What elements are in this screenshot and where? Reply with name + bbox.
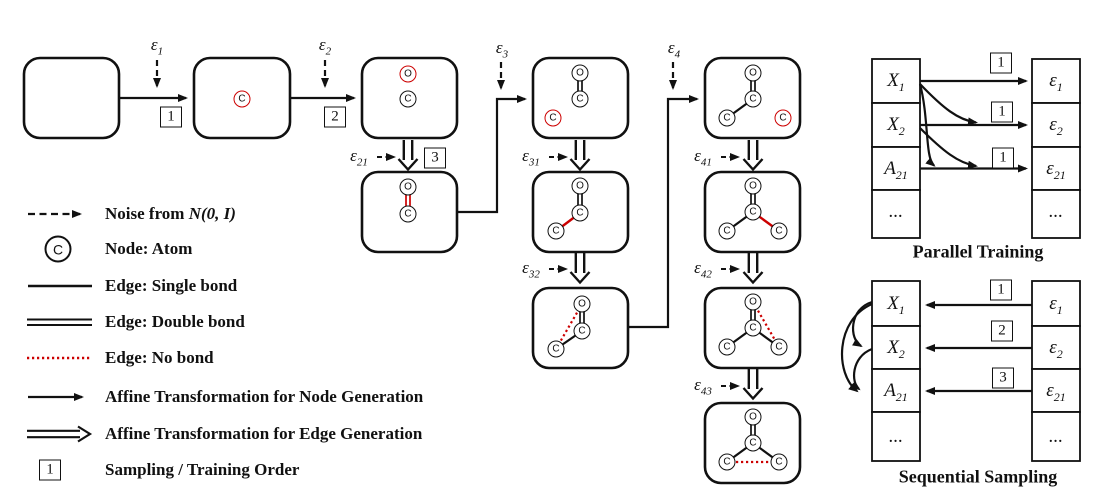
atom-node: C [744, 434, 762, 452]
atom-node: O [744, 64, 762, 82]
order-badge: 2 [991, 320, 1013, 342]
atom-node: O [744, 408, 762, 426]
noise-label-e2: ε2 [318, 35, 332, 58]
order-badge-1: 1 [160, 106, 182, 128]
atom-node: C [744, 90, 762, 108]
legend-item-noise: Noise from N(0, I) [105, 204, 236, 223]
noise-label-e4: ε4 [667, 38, 681, 61]
legend-item-order: Sampling / Training Order [105, 460, 300, 479]
atom-node: O [399, 178, 417, 196]
noise-label-e3: ε3 [495, 38, 509, 61]
order-badge-3: 3 [424, 147, 446, 169]
cell-x1: X1 [887, 70, 905, 94]
cell-e21: ε21 [1046, 379, 1066, 404]
atom-node: O [573, 295, 591, 313]
order-badge-icon: 1 [39, 459, 61, 481]
atom-node: C [770, 453, 788, 471]
atom-node: C [718, 338, 736, 356]
legend-item-no-bond: Edge: No bond [105, 348, 214, 367]
noise-arrows [153, 60, 677, 90]
parallel-panel-grid [871, 58, 1081, 239]
sequential-sampling-title: Sequential Sampling [898, 466, 1058, 487]
cell-x1: X1 [887, 292, 905, 317]
legend-item-edge-affine: Affine Transformation for Edge Generatio… [105, 424, 423, 443]
atom-node: C [744, 203, 762, 221]
atom-node: C [718, 109, 736, 127]
order-badge: 1 [990, 279, 1012, 301]
atom-node: C [547, 222, 565, 240]
atom-node-icon: C [44, 235, 72, 263]
order-badge: 3 [992, 367, 1014, 389]
cell-e2: ε2 [1049, 336, 1063, 361]
atom-node: C [544, 109, 562, 127]
atom-node: C [718, 222, 736, 240]
legend-item-node: Node: Atom [105, 239, 193, 258]
noise-label-e21: ε21 [350, 146, 368, 169]
atom-node: C [573, 322, 591, 340]
cell-x2: X2 [887, 114, 905, 138]
atom-node: O [744, 293, 762, 311]
atom-node: C [718, 453, 736, 471]
cell-e21: ε21 [1046, 157, 1066, 182]
cell-x2: X2 [887, 336, 905, 361]
legend-item-node-affine: Affine Transformation for Node Generatio… [105, 387, 424, 406]
atom-node: O [571, 64, 589, 82]
noise-label-e32: ε32 [522, 258, 540, 281]
cell-ellipsis: ... [888, 425, 904, 447]
atom-node: C [744, 319, 762, 337]
noise-label-e43: ε43 [694, 375, 712, 398]
atom-node: C [399, 90, 417, 108]
edge-noise-mini-arrows [377, 153, 740, 390]
order-badge: 1 [990, 52, 1012, 74]
sequential-panel-grid [871, 280, 1081, 462]
legend-item-single-bond: Edge: Single bond [105, 276, 238, 295]
atom-node: C [547, 340, 565, 358]
parallel-training-title: Parallel Training [912, 241, 1044, 262]
atom-node: C [774, 109, 792, 127]
atom-node: C [770, 222, 788, 240]
atom-node: C [399, 205, 417, 223]
legend-item-double-bond: Edge: Double bond [105, 312, 245, 331]
order-badge: 1 [992, 147, 1014, 169]
node-generation-arrows [119, 94, 699, 329]
cell-e1: ε1 [1049, 70, 1063, 94]
noise-label-e31: ε31 [522, 146, 540, 169]
atom-node: C [571, 90, 589, 108]
noise-label-e41: ε41 [694, 146, 712, 169]
cell-a21: A21 [884, 157, 908, 182]
order-badge-2: 2 [324, 106, 346, 128]
cell-ellipsis: ... [888, 201, 904, 222]
cell-a21: A21 [884, 379, 908, 404]
atom-node: O [571, 177, 589, 195]
legend-symbols [27, 210, 93, 443]
atom-node: C [770, 338, 788, 356]
cell-e1: ε1 [1049, 292, 1063, 317]
atom-node: O [744, 177, 762, 195]
cell-ellipsis: ... [1048, 425, 1064, 447]
atom-node: C [233, 90, 251, 108]
cell-e2: ε2 [1049, 114, 1063, 138]
atom-node: C [571, 204, 589, 222]
parallel-panel-arrows [918, 77, 1028, 173]
state-boxes [22, 56, 802, 485]
atom-node: O [399, 65, 417, 83]
noise-label-e1: ε1 [150, 35, 164, 58]
cell-ellipsis: ... [1048, 201, 1064, 222]
noise-label-e42: ε42 [694, 258, 712, 281]
sequential-panel-arrows [840, 300, 1032, 395]
order-badge: 1 [991, 101, 1013, 123]
